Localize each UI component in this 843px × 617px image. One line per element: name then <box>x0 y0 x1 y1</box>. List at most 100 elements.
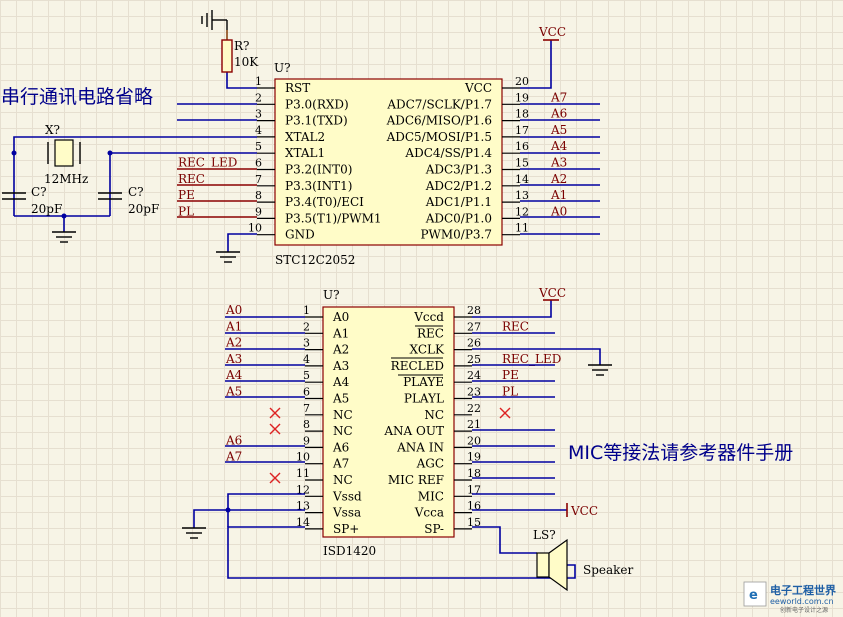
isd-net-label-a3: A3 <box>225 352 242 366</box>
cap2-value: 20pF <box>128 202 159 216</box>
mcu-pin-4-name: XTAL2 <box>285 130 325 144</box>
isd-pin-16-name: Vcca <box>414 506 444 520</box>
isd-pin-5-name: A4 <box>332 375 350 389</box>
isd-pin-6-number: 6 <box>303 386 310 399</box>
mcu-pin-10-name: GND <box>285 228 315 242</box>
isd-pin-14-number: 14 <box>296 516 310 529</box>
isd-net-label-a7: A7 <box>225 450 242 464</box>
mcu-net-label-a5: A5 <box>550 123 567 137</box>
mcu-net-label-a1: A1 <box>550 188 567 202</box>
isd-pin-8-name: NC <box>333 424 353 438</box>
mcu-pin-2-number: 2 <box>255 91 262 104</box>
cap1-value: 20pF <box>31 202 62 216</box>
isd-net-label-a6: A6 <box>225 433 242 447</box>
mcu-pin-12-number: 12 <box>515 205 529 218</box>
isd-pin-8-number: 8 <box>303 418 310 431</box>
isd-pin-1-number: 1 <box>303 304 310 317</box>
svg-text:e: e <box>749 588 758 603</box>
eeworld-logo: e 电子工程世界 eeworld.com.cn 创新电子设计之源 <box>743 581 836 614</box>
mcu-pin-8-number: 8 <box>255 189 262 202</box>
isd-pin-12-name: Vssd <box>332 489 362 503</box>
vcc-symbols: VCC VCC VCC <box>538 25 598 518</box>
isd-pin-4-number: 4 <box>303 353 310 366</box>
isd-part: ISD1420 <box>323 544 376 558</box>
isd-pin-9-name: A6 <box>332 440 349 454</box>
crystal-ref: X? <box>45 123 60 137</box>
isd-net-label-a0: A0 <box>225 303 242 317</box>
isd-pin-17-name: MIC <box>418 489 444 503</box>
isd-pin-28-number: 28 <box>467 304 481 317</box>
mcu-pin-14-number: 14 <box>515 173 529 186</box>
mcu-pin-16-name: ADC4/SS/P1.4 <box>404 146 492 160</box>
mcu-pin-17-name: ADC5/MOSI/P1.5 <box>386 130 492 144</box>
isd-net-label-pe: PE <box>502 368 519 382</box>
mcu-pin-5-name: XTAL1 <box>285 146 325 160</box>
vcc-label-2: VCC <box>538 286 566 300</box>
isd-pin-26-name: XCLK <box>410 343 445 357</box>
isd-pin-7-name: NC <box>333 408 353 422</box>
isd-pin-25-name: RECLED <box>391 359 444 373</box>
mcu-pin-6-number: 6 <box>255 157 262 170</box>
mcu-ref: U? <box>274 61 291 75</box>
resistor-value: 10K <box>234 55 259 69</box>
isd-pin-25-number: 25 <box>467 353 481 366</box>
isd-pin-23-number: 23 <box>467 386 481 399</box>
ground-symbols <box>52 231 612 539</box>
mcu-chip-body <box>274 78 503 246</box>
mcu-pin-3-name: P3.1(TXD) <box>285 114 348 128</box>
isd-pin-26-number: 26 <box>467 337 481 350</box>
isd-pin-3-number: 3 <box>303 337 310 350</box>
mcu-net-label-a6: A6 <box>550 107 567 121</box>
isd-net-label-a4: A4 <box>225 368 243 382</box>
mcu-net-label-pe: PE <box>178 188 195 202</box>
capacitor-c1: C? 20pF <box>2 185 62 216</box>
mcu-pin-13-name: ADC1/P1.1 <box>425 195 492 209</box>
mcu-pin-2-name: P3.0(RXD) <box>285 97 349 111</box>
mcu-pin-10-number: 10 <box>248 222 262 235</box>
isd-pin-24-number: 24 <box>467 369 481 382</box>
isd-chip-body <box>322 306 455 538</box>
isd-pin-19-number: 19 <box>467 451 481 464</box>
mcu-pin-6-name: P3.2(INT0) <box>285 163 352 177</box>
isd-pin-2-name: A1 <box>332 326 349 340</box>
mcu-part: STC12C2052 <box>275 253 355 267</box>
logo-en: eeworld.com.cn <box>770 597 834 606</box>
mcu-pin-20-name: VCC <box>464 81 492 95</box>
isd-pin-10-name: A7 <box>332 457 349 471</box>
isd-ref: U? <box>323 288 340 302</box>
mcu-pin-11-number: 11 <box>515 222 529 235</box>
isd-pin-15-number: 15 <box>467 516 481 529</box>
isd-pin-18-name: MIC REF <box>388 473 444 487</box>
isd-net-label-rec: REC <box>502 319 529 333</box>
mcu-wiring <box>11 40 600 252</box>
isd-net-label-pl: PL <box>502 385 518 399</box>
mcu-pin-14-name: ADC2/P1.2 <box>425 179 492 193</box>
speaker-ref: LS? <box>533 528 556 542</box>
isd-pin-3-name: A2 <box>332 343 349 357</box>
isd-pin-1-name: A0 <box>332 310 349 324</box>
crystal-value: 12MHz <box>44 172 88 186</box>
isd-pin-21-name: ANA OUT <box>383 424 444 438</box>
isd-pin-17-number: 17 <box>467 483 481 496</box>
mcu-pin-3-number: 3 <box>255 108 262 121</box>
mcu-pin-13-number: 13 <box>515 189 529 202</box>
mcu-pin-18-number: 18 <box>515 108 529 121</box>
mcu-pin-4-number: 4 <box>255 124 262 137</box>
isd-net-label-a1: A1 <box>225 319 242 333</box>
mcu-pin-8-name: P3.4(T0)/ECI <box>285 195 364 209</box>
mcu-net-label-a4: A4 <box>550 139 568 153</box>
crystal-x: X? 12MHz <box>44 123 88 186</box>
isd-pin-6-name: A5 <box>332 392 349 406</box>
isd-pin-22-number: 22 <box>467 402 481 415</box>
mcu-pin-15-number: 15 <box>515 157 529 170</box>
cap1-ref: C? <box>31 185 47 199</box>
isd-pin-13-name: Vssa <box>332 506 361 520</box>
isd-pin-7-number: 7 <box>303 402 310 415</box>
isd-pin-5-number: 5 <box>303 369 310 382</box>
mcu-net-label-pl: PL <box>178 204 194 218</box>
mcu-net-label-rec: REC <box>178 172 205 186</box>
